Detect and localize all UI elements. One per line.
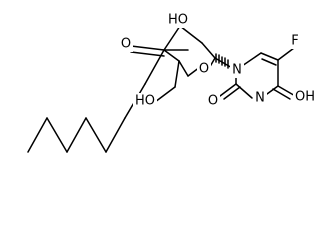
ring-nitrogen-1-label: N [232,63,242,78]
label-background [206,93,220,109]
hydroxyl-top-label: HO [168,13,188,28]
ring-oxygen-label: O [199,62,209,77]
label-background [253,90,267,106]
bond [241,52,262,67]
label-background [293,89,317,105]
hydroxymethyl-label: HO [135,94,155,109]
bond [163,25,181,51]
bond [27,117,48,153]
double-bond-inner [223,86,241,100]
bond [201,42,216,59]
carbonyl-oxygen-label: O [121,37,131,52]
bond [179,25,203,44]
bond [178,60,189,77]
bond [174,60,180,88]
fluorine-label: F [291,34,298,49]
molecule-drawing: O HO O HO N N O OH F [27,12,317,153]
label-background [230,62,244,78]
label-background [133,93,157,109]
label-background [166,12,190,28]
bond [46,117,68,153]
bond [66,117,87,153]
bond [266,85,279,95]
bond [85,117,107,153]
uracil-hydroxyl-4-label: OH [295,90,315,105]
double-bond-inner [272,88,291,100]
label-background [288,33,302,49]
double-bond-inner [130,51,165,57]
uracil-oxygen-2-label: O [208,94,218,109]
bond [130,45,165,51]
bond [154,86,176,103]
atom-labels: O HO O HO N N O OH F [119,12,317,109]
ring-nitrogen-3-label: N [255,91,265,106]
bond [260,52,279,61]
chemical-structure-canvas: O HO O HO N N O OH F [27,12,317,153]
ketone-carbonyl [130,45,165,57]
bond [219,83,237,97]
bond [163,49,180,62]
double-bond-inner [261,58,277,66]
bond [277,47,295,61]
bond [235,83,253,99]
bond [105,117,126,153]
label-background [197,61,211,77]
label-background [119,36,133,52]
